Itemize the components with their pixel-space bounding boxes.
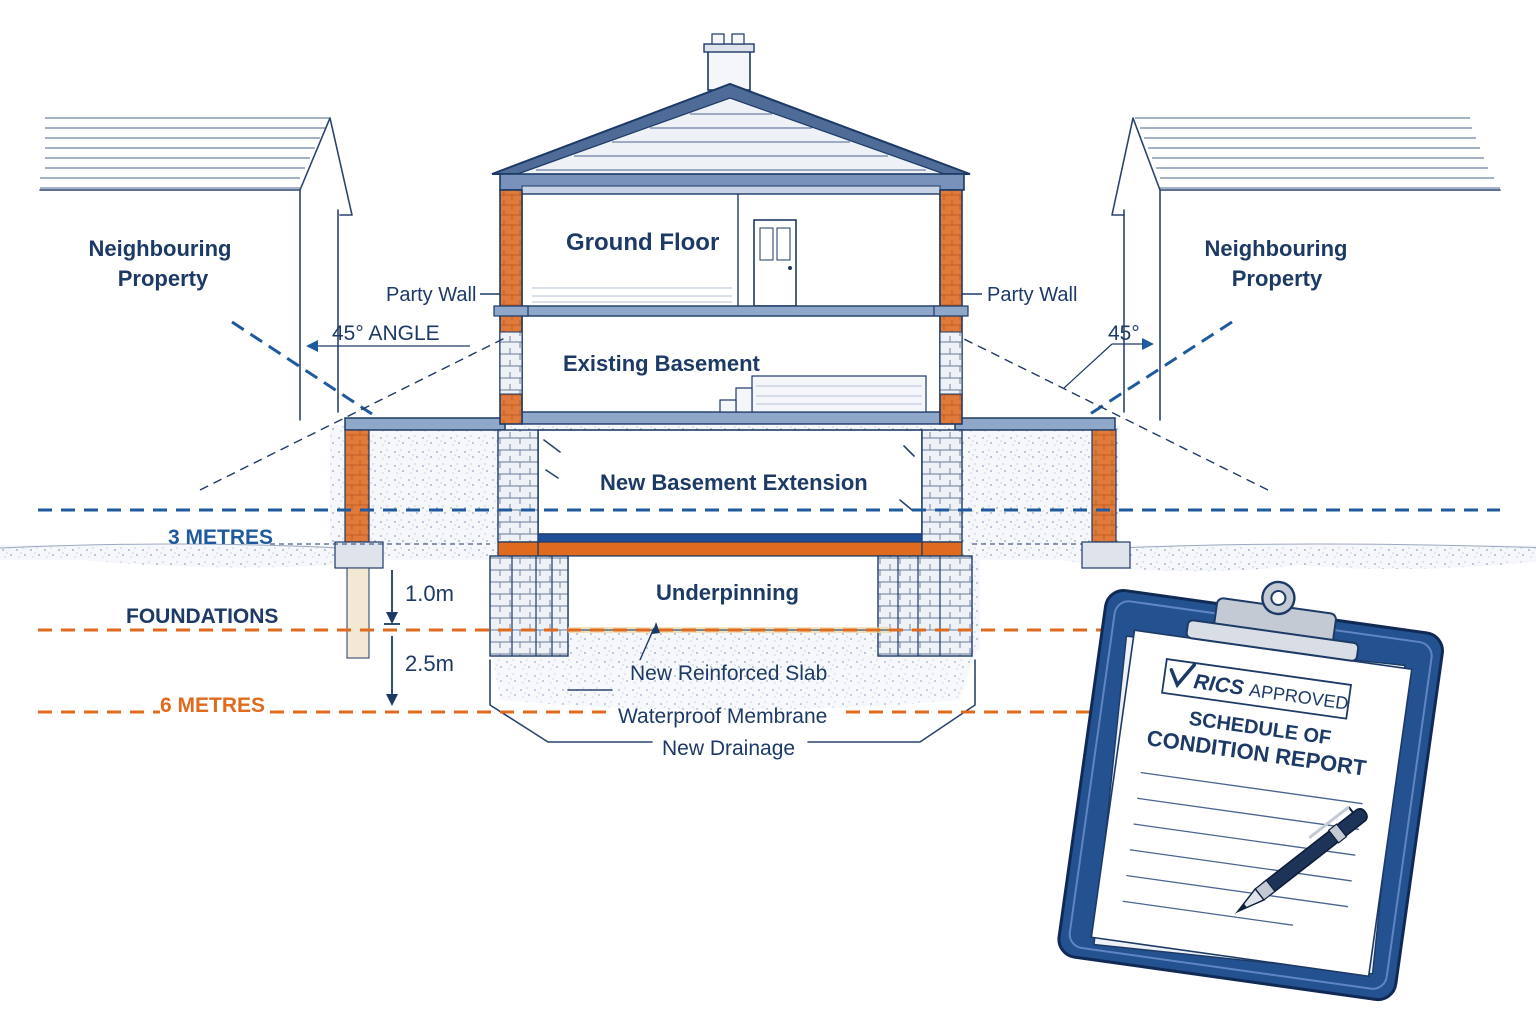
check-icon: [1169, 663, 1197, 689]
new-drainage-label: New Drainage: [662, 737, 795, 760]
ground-slab-right: [954, 417, 1116, 431]
existing-basement-label: Existing Basement: [563, 351, 761, 376]
new-reinforced-slab-label: New Reinforced Slab: [630, 662, 827, 685]
underpinning-label: Underpinning: [656, 580, 799, 605]
three-metres-label: 3 METRES: [168, 526, 273, 549]
foundations-label: FOUNDATIONS: [126, 605, 278, 628]
neighbour-footing-left: [334, 541, 384, 569]
main-house: [491, 33, 971, 425]
neighbouring-right-label-line1: Neighbouring: [1205, 236, 1348, 261]
neighbour-pier-left: [344, 429, 370, 543]
waterproof-membrane-label: Waterproof Membrane: [618, 705, 827, 728]
party-wall-left-label: Party Wall: [386, 284, 476, 306]
neighbouring-property-left: [39, 117, 353, 421]
neighbouring-property-right: [1111, 117, 1501, 421]
neighbouring-left-label-line1: Neighbouring: [89, 236, 232, 261]
angle-lines: [199, 320, 1269, 491]
underpinning: [489, 555, 976, 743]
ground-slab-left: [344, 417, 506, 431]
neighbour-footing-right: [1081, 541, 1131, 569]
report-lines: [1122, 771, 1363, 926]
new-basement-extension-label: New Basement Extension: [600, 470, 868, 495]
dimension-2-label: 2.5m: [405, 651, 454, 676]
neighbour-pile-left: [346, 567, 370, 659]
ground-floor-label: Ground Floor: [566, 229, 719, 256]
neighbouring-right-label-line2: Property: [1232, 266, 1323, 291]
neighbour-pier-right: [1091, 429, 1117, 543]
depth-dimensions: [384, 570, 400, 706]
leader-lines: [480, 293, 982, 661]
new-basement-extension: [497, 429, 963, 565]
six-metres-label: 6 METRES: [160, 694, 265, 717]
dimension-1-label: 1.0m: [405, 581, 454, 606]
angle-right-label: 45°: [1108, 322, 1140, 345]
angle-left-label: 45° ANGLE: [332, 322, 440, 345]
pen-icon: [1234, 805, 1368, 915]
party-wall-right-label: Party Wall: [987, 284, 1077, 306]
clipboard: RICS APPROVED SCHEDULE OF CONDITION REPO…: [1057, 580, 1444, 1002]
neighbouring-left-label-line2: Property: [118, 266, 209, 291]
